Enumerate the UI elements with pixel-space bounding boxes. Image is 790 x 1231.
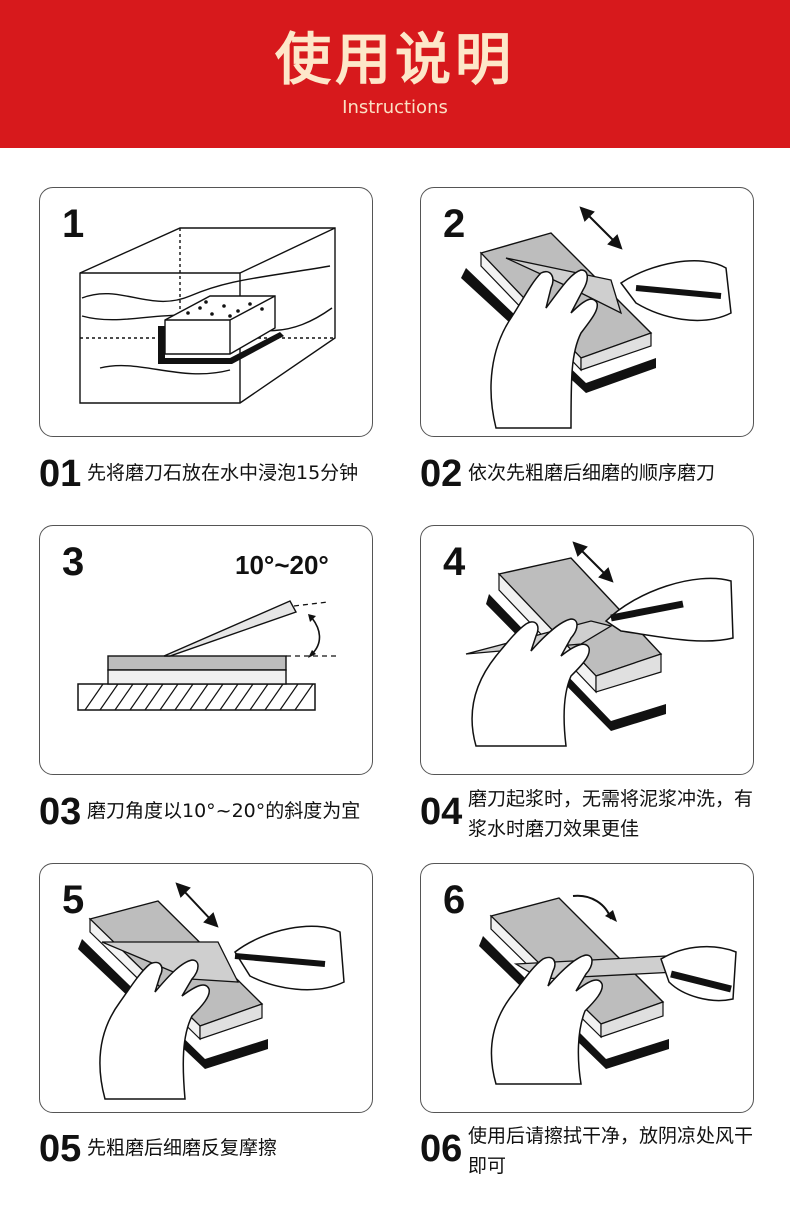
- clean-and-dry-icon: [421, 864, 754, 1113]
- step-4-illustration: 4: [420, 525, 754, 775]
- step-4-caption-text: 磨刀起浆时，无需将泥浆冲洗，有浆水时磨刀效果更佳: [468, 784, 768, 844]
- step-2-caption-text: 依次先粗磨后细磨的顺序磨刀: [468, 458, 715, 488]
- step-1-caption-number: 01: [39, 452, 81, 496]
- step-3-caption-text: 磨刀角度以10°~20°的斜度为宜: [87, 796, 360, 826]
- step-6-caption-text: 使用后请擦拭干净，放阴凉处风干即可: [468, 1121, 768, 1181]
- step-3-illustration: 3 10°~20°: [39, 525, 373, 775]
- step-5-caption-text: 先粗磨后细磨反复摩擦: [87, 1133, 277, 1163]
- step-2-caption-number: 02: [420, 452, 462, 496]
- step-6-caption-number: 06: [420, 1127, 462, 1171]
- sharpening-angle-icon: [40, 526, 373, 775]
- step-1-caption-text: 先将磨刀石放在水中浸泡15分钟: [87, 458, 358, 488]
- step-2-illustration: 2: [420, 187, 754, 437]
- repeated-rubbing-icon: [40, 864, 373, 1113]
- coarse-then-fine-icon: [421, 188, 754, 437]
- page-subtitle: Instructions: [0, 97, 790, 119]
- header-banner: 使用说明 Instructions: [0, 0, 790, 148]
- step-4-caption-number: 04: [420, 790, 462, 834]
- page-title: 使用说明: [0, 26, 790, 96]
- step-5-caption-number: 05: [39, 1127, 81, 1171]
- step-1-illustration: 1: [39, 187, 373, 437]
- step-6-illustration: 6: [420, 863, 754, 1113]
- soaking-stone-icon: [40, 188, 373, 437]
- slurry-sharpening-icon: [421, 526, 754, 775]
- step-5-illustration: 5: [39, 863, 373, 1113]
- step-3-caption-number: 03: [39, 790, 81, 834]
